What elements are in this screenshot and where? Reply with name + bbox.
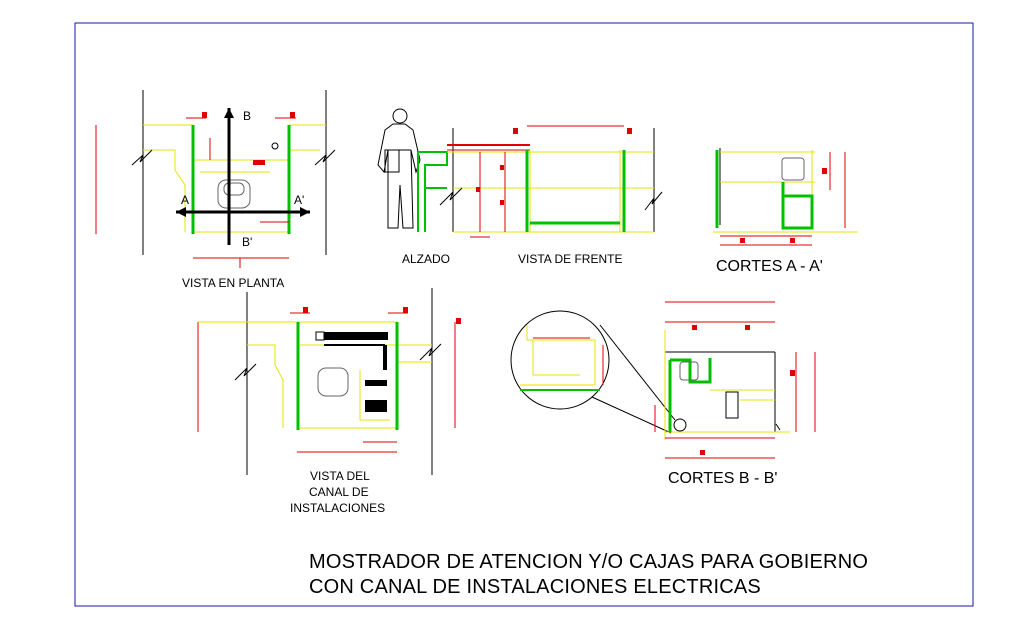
label-vista-canal-line3: INSTALACIONES	[290, 501, 386, 515]
drawing-title-line2: CON CANAL DE INSTALACIONES ELECTRICAS	[309, 576, 761, 598]
label-vista-de-frente: VISTA DE FRENTE	[518, 252, 623, 266]
label-alzado: ALZADO	[402, 252, 451, 266]
front-view	[417, 125, 663, 238]
label-vista-en-planta: VISTA EN PLANTA	[182, 276, 285, 290]
label-vista-canal-line2: CANAL DE	[309, 485, 369, 499]
person-figure	[377, 108, 421, 229]
section-mark-b: B	[243, 109, 252, 123]
label-cortes-aa: CORTES A - A'	[716, 258, 823, 275]
section-bb	[510, 301, 816, 459]
label-cortes-bb: CORTES B - B'	[668, 470, 778, 487]
drawing-frame	[74, 22, 974, 607]
label-vista-canal-line1: VISTA DEL	[310, 469, 370, 483]
section-mark-b-prime: B'	[242, 235, 253, 249]
section-aa	[713, 148, 858, 246]
detail-circle	[510, 310, 610, 410]
plan-view	[95, 90, 336, 268]
section-mark-a-prime: A'	[294, 193, 305, 207]
section-mark-a: A	[181, 193, 190, 207]
channel-view	[197, 288, 461, 475]
drawing-title-line1: MOSTRADOR DE ATENCION Y/O CAJAS PARA GOB…	[309, 551, 869, 573]
